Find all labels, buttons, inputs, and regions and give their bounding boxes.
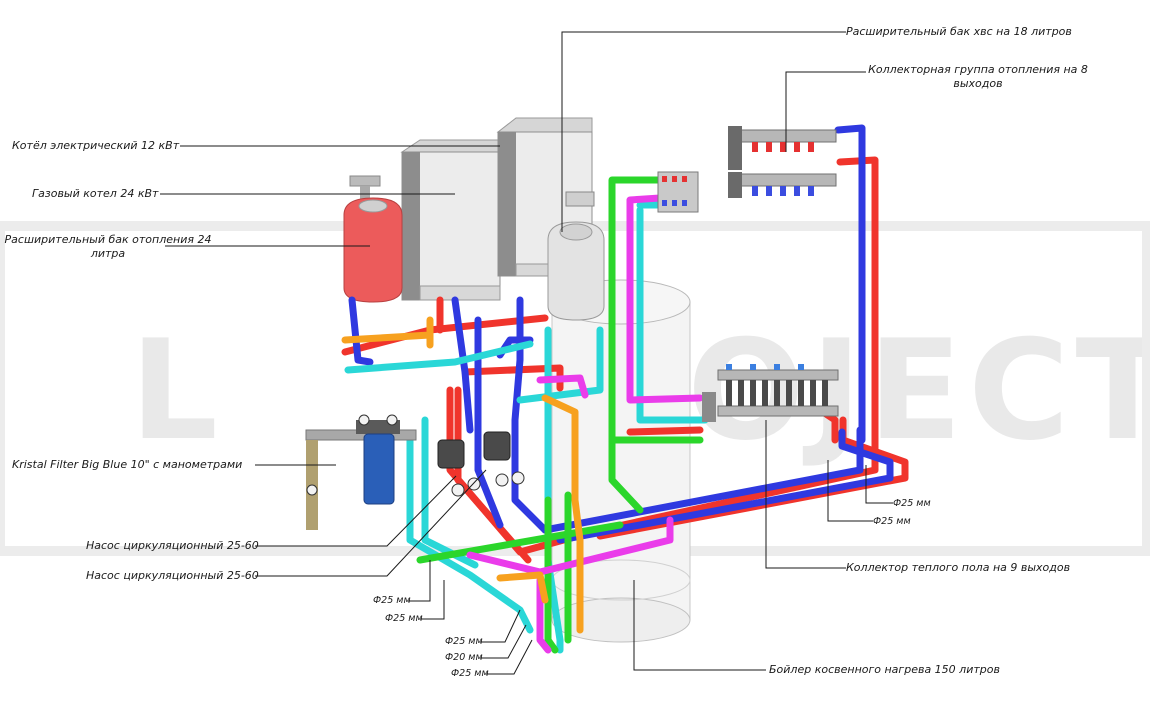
label-indirect-boiler: Бойлер косвенного нагрева 150 литров xyxy=(769,663,1000,676)
leader-lines xyxy=(160,31,893,675)
watermark-letter: L xyxy=(130,310,224,471)
indirect-boiler-tank xyxy=(551,279,691,643)
label-water-filter: Kristal Filter Big Blue 10" с манометрам… xyxy=(12,458,243,471)
heating-expansion-tank xyxy=(343,175,403,303)
label-diameter-left-1: Ф25 мм xyxy=(373,595,411,606)
label-pump-1: Насос циркуляционный 25-60 xyxy=(86,539,259,552)
label-pump-2: Насос циркуляционный 25-60 xyxy=(86,569,259,582)
label-heating-collector-group: Коллекторная группа отопления на 8 выход… xyxy=(862,63,1094,91)
small-distribution-manifold xyxy=(657,171,699,213)
heating-collector-group xyxy=(728,126,837,198)
electric-boiler xyxy=(400,139,501,301)
label-diameter-bottom-1: Ф25 мм xyxy=(445,636,483,647)
water-filter xyxy=(305,414,417,530)
label-heating-expansion-tank: Расширительный бак отопления 24 литра xyxy=(2,233,214,261)
label-heating-expansion-tank-line1: Расширительный бак отопления 24 xyxy=(4,233,212,246)
label-electric-boiler: Котёл электрический 12 кВт xyxy=(12,139,180,152)
underfloor-collector xyxy=(702,364,839,422)
circulation-pumps xyxy=(437,431,525,497)
label-dhw-expansion-tank: Расширительный бак хвс на 18 литров xyxy=(846,25,1072,38)
label-heating-collector-line1: Коллекторная группа отопления на 8 xyxy=(868,63,1088,76)
label-heating-expansion-tank-line2: литра xyxy=(90,247,126,260)
label-diameter-bottom-2: Ф20 мм xyxy=(445,652,483,663)
label-diameter-bottom-3: Ф25 мм xyxy=(451,668,489,679)
dhw-expansion-tank xyxy=(547,191,605,321)
label-underfloor-collector: Коллектор теплого пола на 9 выходов xyxy=(846,561,1071,574)
label-heating-collector-line2: выходов xyxy=(953,77,1003,90)
label-diameter-left-2: Ф25 мм xyxy=(385,613,423,624)
label-diameter-right-1: Ф25 мм xyxy=(893,498,931,509)
label-diameter-right-2: Ф25 мм xyxy=(873,516,911,527)
label-gas-boiler: Газовый котел 24 кВт xyxy=(32,187,159,200)
